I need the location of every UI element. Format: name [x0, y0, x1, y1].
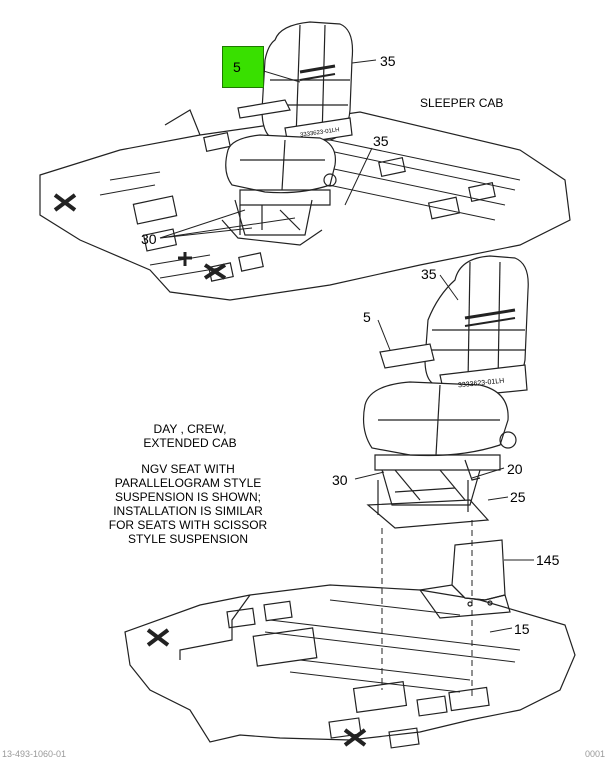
- callout-15: 15: [514, 621, 530, 637]
- callout-145: 145: [536, 552, 560, 568]
- highlighted-callout-5: 5: [222, 46, 264, 88]
- ngv-line-2: PARALLELOGRAM STYLE: [114, 476, 262, 490]
- sheet-number: 0001: [585, 749, 606, 759]
- day-cab-seat: [362, 255, 529, 529]
- callout-35-lower: 35: [421, 266, 437, 282]
- sleeper-seat: [221, 21, 354, 246]
- day-crew-extended-cab-label: DAY , CREW, EXTENDED CAB: [110, 422, 270, 450]
- callout-5-top: 5: [233, 59, 241, 75]
- day-cab-floor-panel: [124, 584, 576, 749]
- highlight-fill: [223, 47, 263, 87]
- ngv-line-4: INSTALLATION IS SIMILAR: [113, 504, 263, 518]
- ngv-line-1: NGV SEAT WITH: [141, 462, 235, 476]
- callout-35-top-cushion: 35: [373, 133, 389, 149]
- callout-5-lower: 5: [363, 309, 371, 325]
- sleeper-floor-panel: [39, 109, 571, 301]
- day-cab-line-1: DAY , CREW,: [153, 422, 227, 436]
- callout-20: 20: [507, 461, 523, 477]
- drawing-number: 13-493-1060-01: [2, 749, 67, 759]
- ngv-seat-note: NGV SEAT WITH PARALLELOGRAM STYLE SUSPEN…: [88, 462, 288, 546]
- ngv-line-3: SUSPENSION IS SHOWN;: [114, 490, 262, 504]
- sleeper-cab-label: SLEEPER CAB: [420, 96, 504, 110]
- day-cab-line-2: EXTENDED CAB: [143, 436, 237, 450]
- ngv-line-6: STYLE SUSPENSION: [127, 532, 249, 546]
- callout-30-lower: 30: [332, 472, 348, 488]
- bracket-145: [418, 539, 511, 619]
- callout-30-top: 30: [141, 231, 157, 247]
- ngv-line-5: FOR SEATS WITH SCISSOR: [108, 518, 268, 532]
- callout-25: 25: [510, 489, 526, 505]
- callout-35-top-back: 35: [380, 53, 396, 69]
